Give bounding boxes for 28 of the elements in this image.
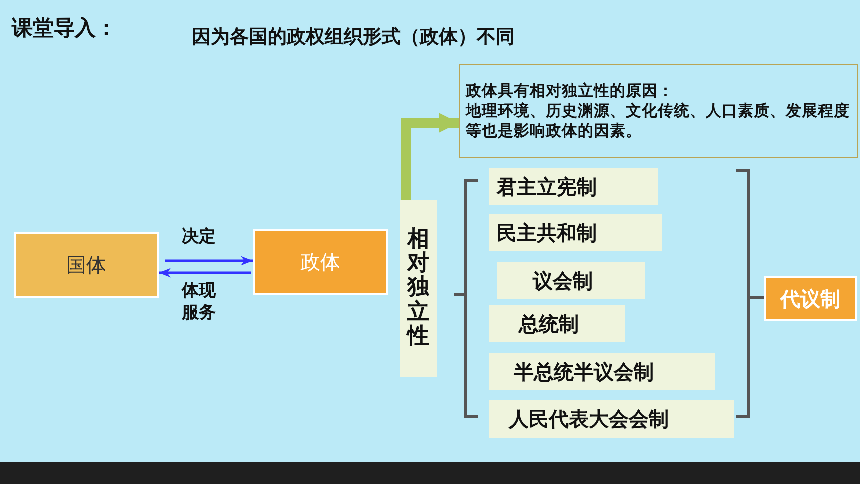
note-heading: 政体具有相对独立性的原因： <box>466 80 674 101</box>
arrow <box>165 256 253 266</box>
box-label: 相对独立性 <box>408 228 430 349</box>
item-box <box>489 168 658 205</box>
box-label: 君主立宪制 <box>497 174 597 200</box>
process-box <box>253 229 388 295</box>
box-label: 代议制 <box>780 286 840 312</box>
title: 课堂导入： <box>12 15 117 42</box>
process-box <box>14 232 159 298</box>
arrow <box>401 113 459 200</box>
box-label: 政体 <box>300 249 340 275</box>
box-label: 议会制 <box>533 268 593 294</box>
note-text: 地理环境、历史渊源、文化传统、人口素质、发展程度等也是影响政体的因素。 <box>466 100 851 142</box>
highlight-box <box>764 276 857 321</box>
item-box <box>489 305 625 342</box>
box-label: 民主共和制 <box>497 220 597 246</box>
arrow <box>159 268 251 278</box>
item-box <box>489 400 734 438</box>
box-label: 人民代表大会会制 <box>509 406 669 432</box>
item-box <box>497 262 645 299</box>
item-box <box>489 214 662 251</box>
box-label: 国体 <box>66 252 106 278</box>
item-box <box>489 353 715 390</box>
box-label: 半总统半议会制 <box>514 358 654 384</box>
note-box <box>459 64 858 158</box>
subtitle: 因为各国的政权组织形式（政体）不同 <box>192 25 515 50</box>
box-label: 总统制 <box>519 310 579 336</box>
vertical-label-box <box>400 200 437 377</box>
